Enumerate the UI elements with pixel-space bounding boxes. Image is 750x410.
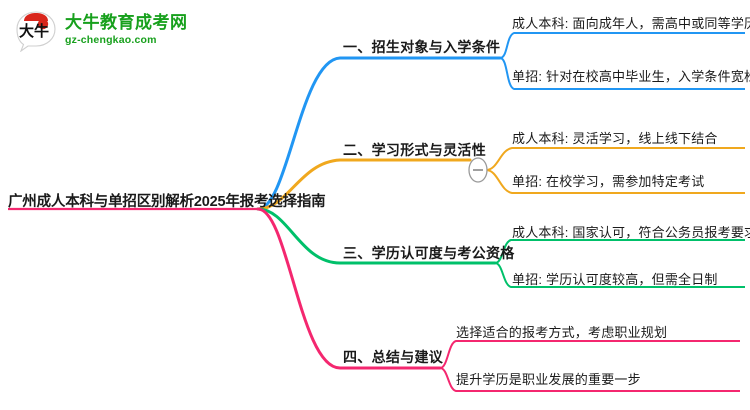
speech-bubble-logo-icon: 大牛 [14,8,58,53]
leaf-connector-1 [499,32,745,59]
leaf-connector-5 [494,239,745,264]
leaf-node-1-2[interactable]: 单招: 针对在校高中毕业生，入学条件宽松 [512,69,750,84]
branch-node-4[interactable]: 四、总结与建议 [343,349,444,365]
svg-text:大牛: 大牛 [19,22,49,40]
branch-node-1[interactable]: 一、招生对象与入学条件 [343,39,501,55]
leaf-node-2-1[interactable]: 成人本科: 灵活学习，线上线下结合 [512,131,718,146]
site-logo[interactable]: 大牛 大牛教育成考网 gz-chengkao.com [14,8,188,53]
logo-site-name: 大牛教育成考网 [65,13,188,33]
branch-node-3[interactable]: 三、学历认可度与考公资格 [343,245,515,261]
branch-connector-4 [256,207,442,370]
leaf-node-4-2[interactable]: 提升学历是职业发展的重要一步 [456,372,641,387]
leaf-connector-6 [494,262,745,288]
branch-connector-2 [256,158,472,211]
leaf-connector-3 [485,147,745,171]
leaf-connector-2 [499,57,745,90]
logo-site-url: gz-chengkao.com [65,34,157,47]
root-node[interactable]: 广州成人本科与单招区别解析2025年报考选择指南 [8,194,326,210]
leaf-node-2-2[interactable]: 单招: 在校学习，需参加特定考试 [512,174,705,189]
branch-connector-3 [256,207,497,265]
leaf-node-3-1[interactable]: 成人本科: 国家认可，符合公务员报考要求 [512,225,750,240]
leaf-node-1-1[interactable]: 成人本科: 面向成年人，需高中或同等学历 [512,16,750,31]
branch-connector-1 [256,56,502,211]
leaf-connector-4 [485,169,745,194]
leaf-connector-8 [439,367,740,392]
branch-node-2[interactable]: 二、学习形式与灵活性 [343,142,486,158]
leaf-node-3-2[interactable]: 单招: 学历认可度较高，但需全日制 [512,272,718,287]
leaf-connector-7 [439,340,740,369]
leaf-node-4-1[interactable]: 选择适合的报考方式，考虑职业规划 [456,325,668,340]
